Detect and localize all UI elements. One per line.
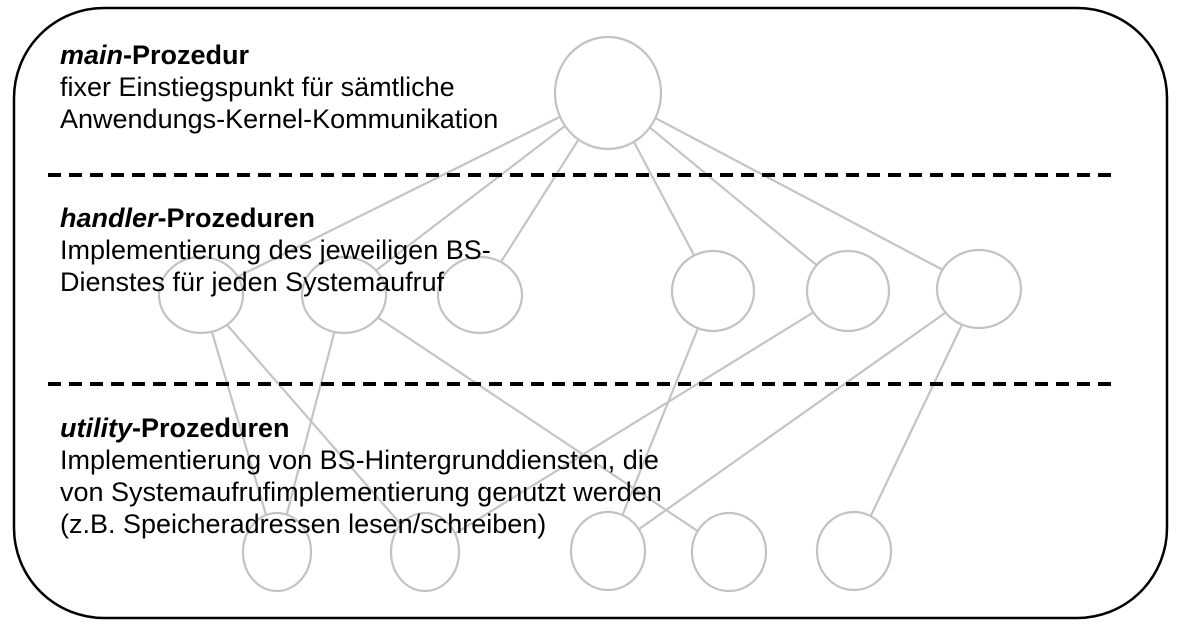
node-u5-utility-procedure [815,510,893,592]
label-block-handler-prozeduren: handler-Prozeduren Implementierung des j… [60,202,491,298]
node-h4-handler-procedure [670,249,756,333]
utility-prozeduren-desc-line: (z.B. Speicheradressen lesen/schreiben) [60,509,547,539]
edge-h2-u1 [275,294,346,553]
main-prozedur-desc-line: Anwendungs-Kernel-Kommunikation [60,104,499,134]
node-u3-utility-procedure [569,510,647,592]
main-prozedur-heading-italic: main [60,40,124,70]
node-h6-handler-procedure [935,248,1023,330]
handler-prozeduren-heading-italic: handler [60,203,158,233]
handler-prozeduren-desc-line: Implementierung des jeweiligen BS- [60,235,491,265]
node-h5-handler-procedure [805,249,891,333]
edge-h4-u3 [606,290,715,552]
outer-border [12,6,1169,620]
edge-h5-u2 [424,290,849,553]
utility-prozeduren-heading-rest: -Prozeduren [132,413,290,443]
node-main-main-procedure [553,35,663,151]
node-u2-utility-procedure [389,511,461,593]
label-block-main-prozedur: main-Prozedur fixer Einstiegspunkt für s… [60,39,498,135]
handler-prozeduren-heading-rest: -Prozeduren [157,203,316,233]
handler-prozeduren-desc-line: Dienstes für jeden Systemaufruf [60,267,445,297]
edge-main-h6 [607,92,980,290]
utility-prozeduren-heading-italic: utility [60,413,132,443]
node-h2-handler-procedure [300,255,388,335]
edge-h1-u2 [200,294,426,553]
edge-h1-u1 [199,294,279,553]
node-u4-utility-procedure [690,511,768,593]
edge-main-h2 [343,92,609,296]
utility-prozeduren-heading: utility-Prozeduren [60,412,662,444]
edge-h2-u4 [343,294,730,553]
edge-h6-u5 [853,288,980,552]
node-h3-handler-procedure [436,255,524,335]
edge-h6-u3 [607,288,980,552]
node-h1-handler-procedure [157,255,245,335]
handler-prozeduren-heading: handler-Prozeduren [60,202,491,234]
main-prozedur-desc-line: fixer Einstiegspunkt für sämtliche [60,72,455,102]
utility-prozeduren-desc-line: von Systemaufrufimplementierung genutzt … [60,477,662,507]
edge-main-h1 [200,92,609,296]
main-prozedur-heading: main-Prozedur [60,39,498,71]
main-prozedur-heading-rest: -Prozedur [123,40,250,70]
label-block-utility-prozeduren: utility-Prozeduren Implementierung von B… [60,412,662,540]
node-u1-utility-procedure [241,511,313,593]
utility-prozeduren-desc-line: Implementierung von BS-Hintergrunddienst… [60,445,659,475]
